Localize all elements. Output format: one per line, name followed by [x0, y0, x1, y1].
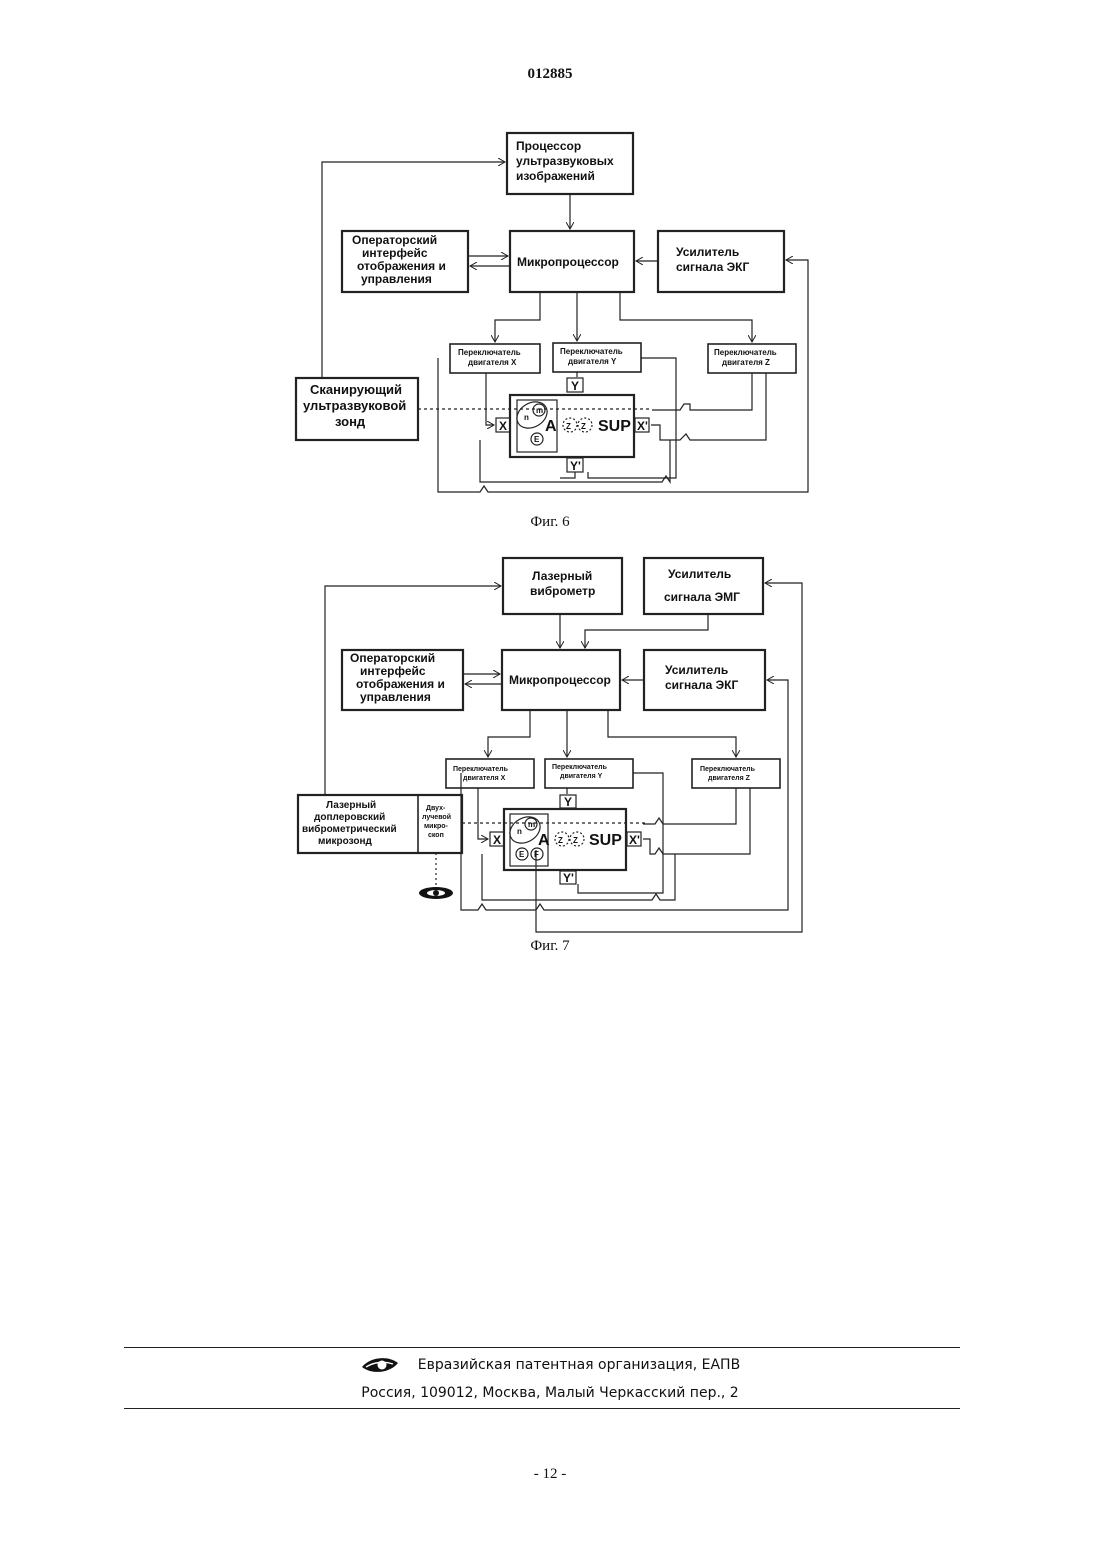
svg-text:Операторскийинтерфейсотображен: Операторскийинтерфейсотображения иуправл…: [352, 233, 446, 286]
footer-top-rule: [124, 1347, 960, 1348]
figure-6-caption: Фиг. 6: [450, 514, 650, 531]
svg-text:Лазерныйвиброметр: Лазерныйвиброметр: [530, 569, 595, 598]
page-number: - 12 -: [0, 1466, 1100, 1483]
svg-text:Переключательдвигателя Z: Переключательдвигателя Z: [700, 766, 756, 782]
svg-text:Y': Y': [570, 459, 581, 473]
svg-text:Переключательдвигателя Y: Переключательдвигателя Y: [560, 347, 623, 366]
svg-text:E: E: [534, 435, 540, 444]
svg-text:Процессорультразвуковыхизображ: Процессорультразвуковыхизображений: [516, 139, 614, 183]
svg-text:Микропроцессор: Микропроцессор: [509, 673, 611, 687]
footer-org-name: Евразийская патентная организация, ЕАПВ: [418, 1357, 740, 1373]
svg-text:A: A: [545, 418, 557, 435]
svg-text:X': X': [629, 833, 640, 847]
svg-text:Y: Y: [564, 795, 572, 809]
svg-text:Операторскийинтерфейсотображен: Операторскийинтерфейсотображения иуправл…: [350, 651, 445, 704]
switch-z7-block: [692, 759, 780, 788]
svg-text:Усилительсигнала ЭМГ: Усилительсигнала ЭМГ: [664, 567, 740, 604]
svg-text:m: m: [536, 406, 543, 415]
svg-text:Z: Z: [558, 836, 563, 845]
svg-text:Усилительсигнала ЭКГ: Усилительсигнала ЭКГ: [665, 663, 738, 692]
svg-text:Переключательдвигателя Y: Переключательдвигателя Y: [552, 764, 608, 780]
svg-text:n: n: [517, 827, 522, 836]
svg-text:F: F: [534, 850, 539, 859]
svg-text:Z: Z: [566, 422, 571, 431]
figure-7-caption: Фиг. 7: [450, 938, 650, 955]
svg-text:Двух-лучевоймикро-скоп: Двух-лучевоймикро-скоп: [422, 805, 451, 839]
svg-text:Y: Y: [571, 379, 579, 393]
svg-text:m: m: [528, 820, 535, 829]
svg-text:Лазерныйдоплеровскийвиброметри: Лазерныйдоплеровскийвиброметрическиймикр…: [302, 800, 397, 847]
footer-org: Евразийская патентная организация, ЕАПВ: [0, 1355, 1100, 1379]
svg-text:X': X': [637, 419, 648, 433]
svg-text:Z: Z: [581, 422, 586, 431]
svg-text:Переключательдвигателя Z: Переключательдвигателя Z: [714, 348, 777, 367]
svg-text:E: E: [519, 850, 525, 859]
svg-text:n: n: [524, 413, 529, 422]
switch-x7-block: [446, 759, 534, 788]
svg-text:Сканирующийультразвуковойзонд: Сканирующийультразвуковойзонд: [303, 382, 406, 429]
svg-text:Переключательдвигателя X: Переключательдвигателя X: [458, 348, 521, 367]
svg-text:Y': Y': [563, 871, 574, 885]
eye-icon: [419, 887, 453, 899]
footer-bottom-rule: [124, 1408, 960, 1409]
micro-label: Микропроцессор: [517, 255, 619, 269]
svg-text:SUP: SUP: [589, 832, 622, 849]
svg-text:X: X: [493, 833, 501, 847]
svg-text:Усилительсигнала ЭКГ: Усилительсигнала ЭКГ: [676, 245, 749, 274]
svg-text:X: X: [499, 419, 507, 433]
svg-text:A: A: [538, 832, 550, 849]
footer-address: Россия, 109012, Москва, Малый Черкасский…: [0, 1385, 1100, 1401]
svg-text:Z: Z: [573, 836, 578, 845]
svg-text:SUP: SUP: [598, 418, 631, 435]
document-number: 012885: [0, 66, 1100, 83]
eapo-logo-icon: [360, 1355, 400, 1375]
figure-7-diagram: Лазерныйвиброметр Усилительсигнала ЭМГ О…: [0, 545, 1100, 945]
